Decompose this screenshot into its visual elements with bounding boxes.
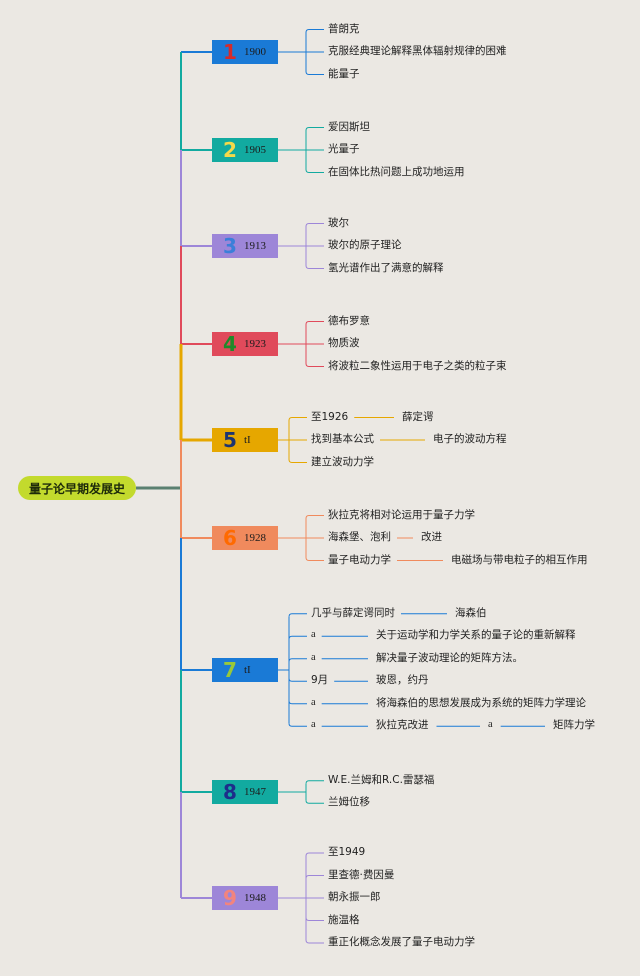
leaf-item[interactable]: 物质波 — [328, 337, 360, 349]
branch-year: 1928 — [244, 532, 266, 544]
leaf-item[interactable]: 9月 — [311, 674, 329, 687]
connector-line — [305, 265, 324, 269]
child-item[interactable]: 将海森伯的思想发展成为系统的矩阵力学理论 — [376, 696, 586, 709]
connector-line — [288, 635, 307, 640]
leaf-item[interactable]: 狄拉克将相对论运用于量子力学 — [328, 508, 475, 521]
branch-node-2[interactable]: 2 1905 — [212, 138, 278, 162]
connector-line — [288, 658, 307, 662]
leaf-item[interactable]: 重正化概念发展了量子电动力学 — [328, 936, 475, 948]
branch-number: 8 — [223, 780, 237, 804]
branch-number: 9 — [223, 886, 237, 910]
connector-line — [288, 613, 307, 617]
branch-year: 1913 — [244, 240, 266, 252]
branch-year: tI — [244, 434, 251, 446]
leaf-item[interactable]: 普朗克 — [328, 22, 360, 35]
leaf-item[interactable]: 将波粒二象性运用于电子之类的粒子束 — [328, 359, 507, 372]
branch-number: 7 — [223, 658, 237, 682]
connector-line — [288, 723, 307, 727]
child-item[interactable]: a — [488, 719, 493, 731]
child-item[interactable]: 关于运动学和力学关系的量子论的重新解释 — [376, 629, 576, 642]
connector-line — [305, 875, 324, 879]
connector-line — [305, 363, 324, 367]
leaf-item[interactable]: a — [311, 651, 316, 663]
branch-number: 3 — [223, 234, 237, 258]
leaf-item[interactable]: 海森堡、泡利 — [328, 531, 391, 543]
connector-line — [288, 678, 307, 682]
connector-line — [288, 700, 307, 705]
leaf-item[interactable]: 玻尔 — [328, 216, 349, 229]
connector-line — [305, 917, 324, 921]
leaf-item[interactable]: 在固体比热问题上成功地运用 — [328, 165, 465, 178]
connector-line — [305, 515, 324, 519]
branch-node-9[interactable]: 9 1948 — [212, 886, 278, 910]
connector-line — [305, 127, 324, 131]
child-item[interactable]: 电磁场与带电粒子的相互作用 — [451, 553, 588, 566]
leaf-item[interactable]: 光量子 — [328, 143, 360, 155]
leaf-item[interactable]: 氢光谱作出了满意的解释 — [328, 261, 444, 274]
connector-line — [305, 169, 324, 173]
child-item[interactable]: 海森伯 — [455, 606, 487, 619]
leaf-item[interactable]: 找到基本公式 — [311, 433, 374, 445]
leaf-item[interactable]: a — [311, 696, 316, 708]
connector-line — [305, 939, 324, 944]
branch-node-8[interactable]: 8 1947 — [212, 780, 278, 804]
child-item[interactable]: 薛定谔 — [402, 410, 434, 423]
leaf-item[interactable]: a — [311, 719, 316, 731]
branch-year: 1923 — [244, 338, 266, 350]
connector-line — [288, 417, 307, 421]
child-item[interactable]: 改进 — [421, 531, 442, 543]
leaf-item[interactable]: a — [311, 629, 316, 641]
connector-line — [305, 29, 324, 33]
leaf-item[interactable]: 爱因斯坦 — [328, 120, 370, 133]
branch-year: 1948 — [244, 892, 266, 904]
leaf-item[interactable]: 建立波动力学 — [311, 455, 374, 468]
leaf-item[interactable]: 克服经典理论解释黑体辐射规律的困难 — [328, 45, 507, 57]
child-item[interactable]: 解决量子波动理论的矩阵方法。 — [376, 651, 523, 664]
connector-line — [305, 321, 324, 325]
leaf-item[interactable]: 玻尔的原子理论 — [328, 239, 402, 251]
connector-line — [305, 800, 324, 804]
leaf-item[interactable]: 朝永振一郎 — [328, 891, 381, 903]
leaf-item[interactable]: 施温格 — [328, 913, 360, 926]
branch-number: 2 — [223, 138, 237, 162]
leaf-item[interactable]: 量子电动力学 — [328, 553, 391, 566]
leaf-item[interactable]: 里查德·费因曼 — [328, 868, 395, 881]
leaf-item[interactable]: 几乎与薛定谔同时 — [311, 606, 395, 619]
connector-line — [305, 71, 324, 75]
branch-number: 4 — [223, 332, 237, 356]
child-item[interactable]: 玻恩，约丹 — [376, 674, 429, 687]
leaf-item[interactable]: 德布罗意 — [328, 314, 370, 327]
leaf-item[interactable]: 至1949 — [328, 846, 366, 858]
branch-node-7[interactable]: 7 tI — [212, 658, 278, 682]
branch-node-4[interactable]: 4 1923 — [212, 332, 278, 356]
branch-node-6[interactable]: 6 1928 — [212, 526, 278, 550]
branch-number: 5 — [223, 428, 237, 452]
branch-node-1[interactable]: 1 1900 — [212, 40, 278, 64]
connector-line — [288, 459, 307, 463]
root-title: 量子论早期发展史 — [28, 481, 125, 496]
leaf-item[interactable]: 能量子 — [328, 67, 360, 80]
branch-year: 1900 — [244, 46, 266, 58]
branch-year: tI — [244, 664, 251, 676]
leaf-item[interactable]: 兰姆位移 — [328, 796, 370, 809]
child-item[interactable]: 狄拉克改进 — [376, 719, 429, 732]
branch-number: 6 — [223, 526, 237, 550]
connector-line — [305, 223, 324, 227]
branch-year: 1905 — [244, 144, 266, 156]
leaf-item[interactable]: W.E.兰姆和R.C.雷瑟福 — [328, 773, 435, 786]
connector-line — [305, 852, 324, 857]
connector-line — [305, 557, 324, 561]
branch-node-3[interactable]: 3 1913 — [212, 234, 278, 258]
connector-line — [305, 780, 324, 784]
leaf-item[interactable]: 至1926 — [311, 410, 349, 423]
root-node[interactable]: 量子论早期发展史 — [18, 476, 136, 500]
child-item[interactable]: 矩阵力学 — [553, 719, 595, 732]
child-item[interactable]: 电子的波动方程 — [433, 433, 507, 445]
branch-node-5[interactable]: 5 tI — [212, 428, 278, 452]
branch-year: 1947 — [244, 786, 266, 798]
branch-number: 1 — [223, 40, 237, 64]
